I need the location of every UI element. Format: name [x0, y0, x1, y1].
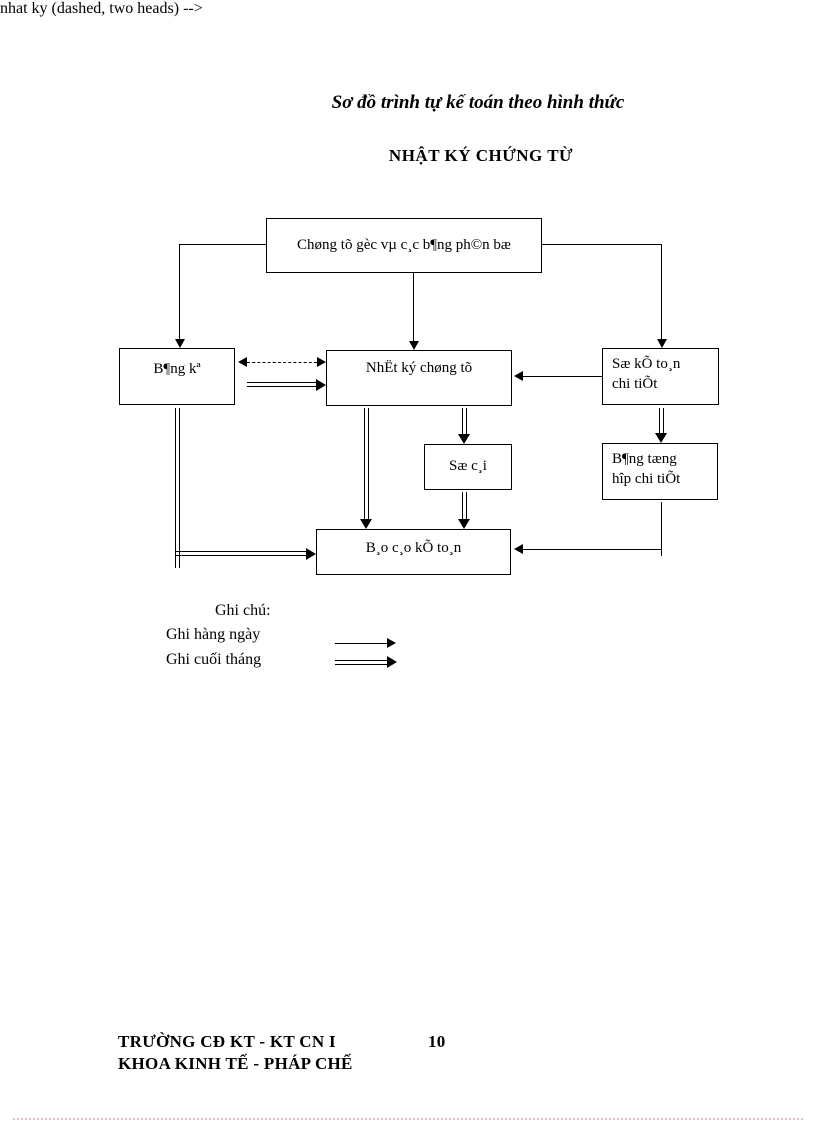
legend-item-daily-label: Ghi hàng ngày: [166, 626, 261, 643]
box-so-ke-toan-line2: chi tiÕt: [612, 376, 658, 393]
arrow-right-icon: [317, 357, 326, 367]
footer-school-name: TRƯỜNG CĐ KT - KT CN I: [118, 1032, 336, 1051]
arrow-right-icon: [306, 548, 316, 560]
connector-chungtu-nhatky-line: [413, 273, 414, 342]
arrow-down-icon: [360, 519, 372, 529]
page-subtitle: NHẬT KÝ CHỨNG TỪ: [388, 146, 574, 165]
legend-single-arrow-line: [335, 643, 387, 644]
box-nhat-ky-chung-tu: NhËt ký chøng tõ: [326, 350, 512, 406]
connector-bangke-nhatky-dashed: [247, 362, 317, 363]
box-bang-ke: B¶ng kª: [119, 348, 235, 405]
arrow-left-icon: [514, 371, 523, 381]
connector-chungtu-bangke-vline: [179, 244, 180, 339]
connector-chungtu-soketoan-hline: [542, 244, 662, 245]
box-bang-tong-hop-line2: hîp chi tiÕt: [612, 471, 681, 488]
arrow-left-icon: [238, 357, 247, 367]
arrow-down-icon: [458, 519, 470, 529]
arrow-right-icon: [316, 379, 326, 391]
page-bottom-dotted-rule: [13, 1118, 803, 1120]
arrow-down-icon: [175, 339, 185, 348]
box-so-ke-toan-line1: Sæ kÕ to¸n: [612, 356, 681, 372]
box-chung-tu-goc: Chøng tõ gèc vµ c¸c b¶ng ph©n bæ: [266, 218, 542, 273]
arrow-left-icon: [514, 544, 523, 554]
legend-title: Ghi chú:: [215, 602, 271, 619]
box-so-cai: Sæ c¸i: [424, 444, 512, 490]
connector-chungtu-soketoan-vline: [661, 244, 662, 339]
legend-double-arrow-line: [335, 660, 387, 665]
box-bang-tong-hop-chi-tiet: B¶ng tæng hîp chi tiÕt: [602, 443, 718, 500]
legend-item-monthly-label: Ghi cuối tháng: [166, 651, 262, 668]
box-so-cai-label: Sæ c¸i: [449, 458, 487, 474]
arrow-down-icon: [655, 433, 667, 443]
page-title: Sơ đồ trình tự kế toán theo hình thức: [331, 92, 625, 113]
connector-chungtu-bangke-hline: [179, 244, 266, 245]
footer-faculty-name: KHOA KINH TẾ - PHÁP CHẾ: [118, 1054, 353, 1073]
arrow-right-icon: [387, 656, 397, 668]
page-number: 10: [428, 1032, 446, 1051]
box-bao-cao-ke-toan: B¸o c¸o kÕ to¸n: [316, 529, 511, 575]
box-bang-ke-label: B¶ng kª: [153, 361, 201, 377]
connector-bangtonghop-baocao-vline: [661, 502, 662, 556]
box-nhat-ky-chung-tu-label: NhËt ký chøng tõ: [365, 360, 473, 376]
box-bao-cao-ke-toan-label: B¸o c¸o kÕ to¸n: [365, 540, 462, 556]
connector-soketoan-nhatky-line: [523, 376, 602, 377]
connector-soketoan-bangtonghop-double: [659, 408, 664, 433]
connector-bangke-baocao-hdouble: [175, 551, 306, 556]
connector-socai-baocao-double: [462, 492, 467, 520]
connector-nhatky-socai-double: [462, 408, 467, 435]
box-so-ke-toan-chi-tiet: Sæ kÕ to¸n chi tiÕt: [602, 348, 719, 405]
connector-bangke-baocao-vdouble: [175, 408, 180, 568]
arrow-down-icon: [458, 434, 470, 444]
box-chung-tu-goc-label: Chøng tõ gèc vµ c¸c b¶ng ph©n bæ: [297, 237, 511, 254]
connector-bangke-nhatky-double: [247, 382, 317, 387]
arrow-down-icon: [657, 339, 667, 348]
arrow-down-icon: [409, 341, 419, 350]
connector-bangtonghop-baocao-hline: [523, 549, 662, 550]
connector-nhatky-baocao-double: [364, 408, 369, 520]
box-bang-tong-hop-line1: B¶ng tæng: [612, 451, 677, 467]
arrow-right-icon: [387, 638, 396, 648]
